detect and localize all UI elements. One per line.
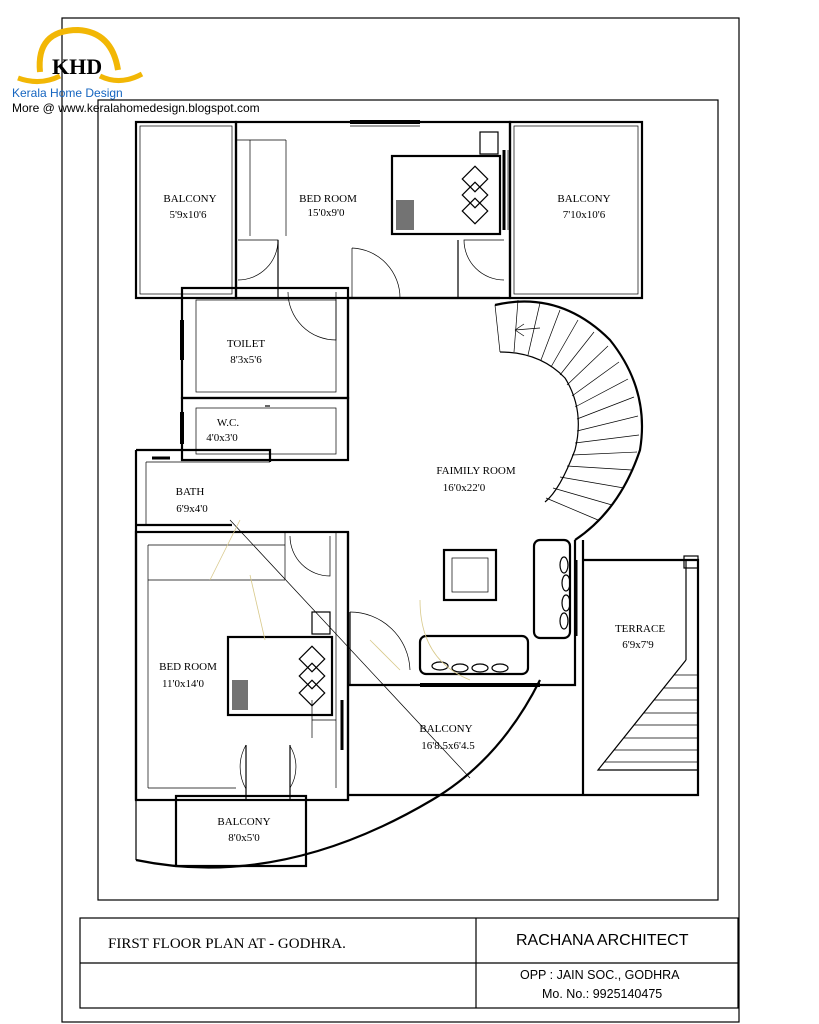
wc-size: 4'0x3'0 xyxy=(206,432,238,444)
top-bed-icon xyxy=(390,131,502,236)
plan-frame xyxy=(97,99,719,901)
logo-swoosh-right-icon xyxy=(98,71,144,83)
logo-mark: KHD xyxy=(52,54,102,79)
khd-logo: KHD Kerala Home Design More @ www.kerala… xyxy=(12,26,260,115)
balcony-bottom-left-name: BALCONY xyxy=(217,816,270,828)
architect-name: RACHANA ARCHITECT xyxy=(516,932,689,949)
logo-swoosh-left-icon xyxy=(17,73,62,84)
balcony-top-right-name: BALCONY xyxy=(557,193,610,205)
sheet-border xyxy=(61,17,740,1023)
top-door-swings xyxy=(237,239,505,299)
family-room-name: FAIMILY ROOM xyxy=(436,465,515,477)
plan-title: FIRST FLOOR PLAN AT - GODHRA. xyxy=(108,936,346,952)
bath-name: BATH xyxy=(176,486,205,498)
terrace-size: 6'9x7'9 xyxy=(622,639,654,651)
sofa-bottom-icon xyxy=(418,634,530,676)
faint-dimension-marks xyxy=(209,519,401,671)
logo-url: More @ www.keralahomedesign.blogspot.com xyxy=(12,101,260,115)
bottom-bed-icon xyxy=(226,611,334,717)
bedroom-bottom-size: 11'0x14'0 xyxy=(162,678,205,690)
spiral-staircase xyxy=(494,299,644,541)
toilet-size: 8'3x5'6 xyxy=(230,354,262,366)
bottom-bedroom-walls xyxy=(134,530,411,802)
toilet-name: TOILET xyxy=(227,338,266,350)
sofa-right-icon xyxy=(532,538,578,640)
balcony-top-left-size: 5'9x10'6 xyxy=(170,209,207,221)
title-block: FIRST FLOOR PLAN AT - GODHRA. RACHANA AR… xyxy=(79,917,739,1009)
stair-arrow-icon xyxy=(514,323,541,337)
terrace-walls xyxy=(581,540,700,797)
terrace-name: TERRACE xyxy=(615,623,665,635)
bath-size: 6'9x4'0 xyxy=(176,503,208,515)
bedroom-bottom-name: BED ROOM xyxy=(159,661,217,673)
bedroom-top-name: BED ROOM xyxy=(299,193,357,205)
architect-address: OPP : JAIN SOC., GODHRA xyxy=(520,968,680,982)
balcony-top-right-size: 7'10x10'6 xyxy=(563,209,606,221)
balcony-top-left-name: BALCONY xyxy=(163,193,216,205)
balcony-bottom-right-size: 16'8.5x6'4.5 xyxy=(421,740,475,752)
logo-name: Kerala Home Design xyxy=(12,86,123,100)
bedroom-top-size: 15'0x9'0 xyxy=(308,207,345,219)
balcony-bottom-right-name: BALCONY xyxy=(419,723,472,735)
top-block-walls xyxy=(134,120,644,300)
wc-name: W.C. xyxy=(217,417,239,429)
architect-phone: Mo. No.: 9925140475 xyxy=(542,987,662,1001)
logo-arc-icon xyxy=(36,26,121,73)
family-room-size: 16'0x22'0 xyxy=(443,482,486,494)
balcony-bottom-left-size: 8'0x5'0 xyxy=(228,832,260,844)
bottom-balconies xyxy=(135,519,583,869)
